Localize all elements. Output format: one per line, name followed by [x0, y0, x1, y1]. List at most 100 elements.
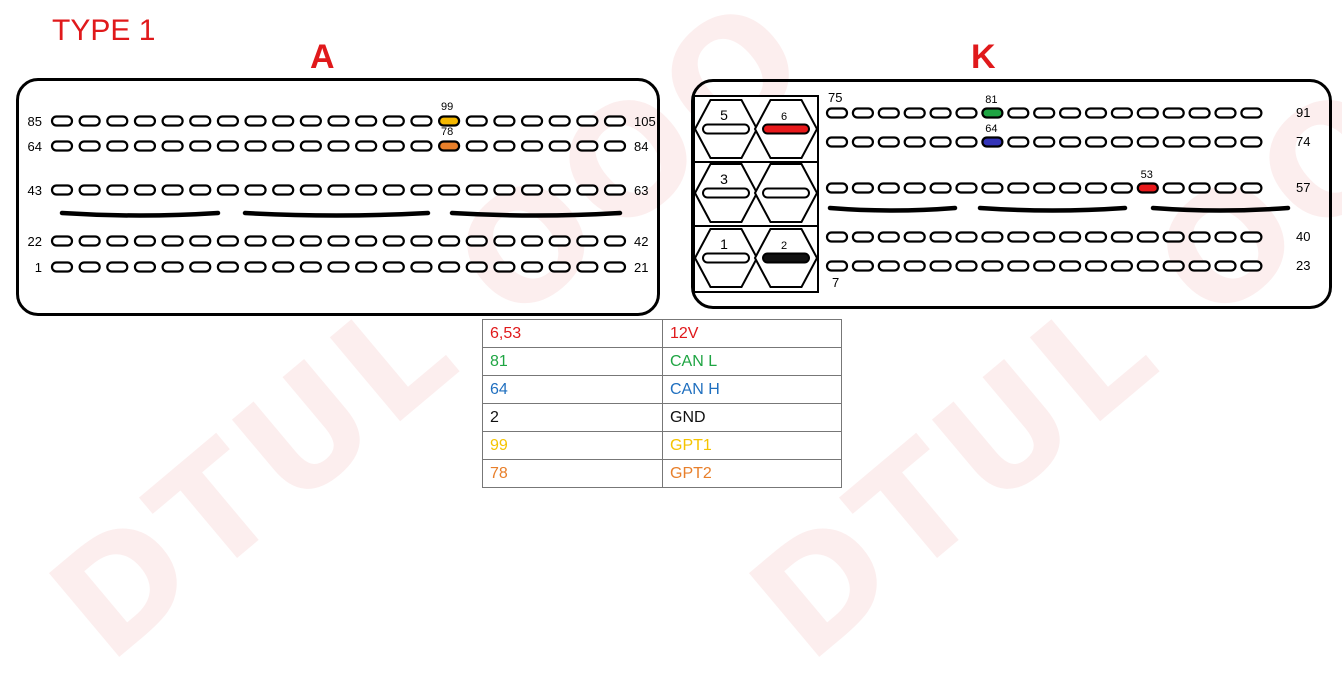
row-label-left: 1 [35, 260, 42, 275]
pin [520, 115, 544, 127]
cavity-number-label: 5 [720, 107, 728, 123]
pin [1033, 231, 1056, 243]
pin [216, 140, 239, 152]
pin [355, 115, 378, 127]
pin [851, 182, 875, 194]
housing-rib [242, 210, 431, 218]
row-label-left: 64 [28, 139, 42, 154]
pin [327, 261, 350, 273]
legend-signal: GPT2 [662, 459, 842, 488]
pin [576, 140, 599, 152]
legend-pins: 78 [482, 459, 663, 488]
pin [851, 231, 875, 243]
pin [1033, 260, 1056, 272]
pin [106, 261, 129, 273]
pin [1033, 182, 1056, 194]
pin [576, 115, 599, 127]
pin [1240, 260, 1263, 272]
pin [1214, 182, 1237, 194]
pin [903, 182, 926, 194]
pin [382, 115, 405, 127]
pin [955, 182, 978, 194]
pin [216, 184, 239, 196]
pin [189, 235, 212, 247]
pin [903, 107, 926, 119]
pin [216, 261, 239, 273]
pin [603, 261, 627, 273]
pin [244, 235, 267, 247]
power-pin [762, 187, 810, 199]
pin [465, 261, 488, 273]
pin [106, 235, 129, 247]
pin [903, 231, 926, 243]
connector-k-housing [691, 79, 1332, 309]
legend-signal: GND [662, 403, 842, 432]
pin [1214, 136, 1237, 148]
row-label-right: 105 [634, 114, 656, 129]
pin-number-label: 99 [441, 101, 453, 113]
pin [1058, 231, 1082, 243]
row-label-right: 84 [634, 139, 648, 154]
row-label-right: 21 [634, 260, 648, 275]
pin [520, 184, 544, 196]
pin [1214, 107, 1237, 119]
pin [50, 235, 74, 247]
housing-rib [977, 205, 1128, 213]
pin [493, 115, 516, 127]
pin [548, 261, 571, 273]
pin-number-label: 53 [1141, 169, 1153, 181]
pin [877, 231, 900, 243]
row-label-right: 42 [634, 234, 648, 249]
pin-78 [438, 140, 461, 152]
pin [1084, 231, 1108, 243]
pin [877, 182, 900, 194]
diagram-title: TYPE 1 [52, 14, 156, 47]
pin [161, 115, 184, 127]
pin [929, 182, 952, 194]
pin [438, 261, 461, 273]
pin [299, 235, 322, 247]
pin [410, 115, 433, 127]
pin [189, 115, 212, 127]
pin [955, 260, 978, 272]
housing-rib [1150, 205, 1291, 213]
pin [955, 107, 978, 119]
power-pin-6 [762, 123, 810, 135]
pin [327, 235, 350, 247]
legend-signal: 12V [662, 319, 842, 348]
pin [161, 261, 184, 273]
pin [877, 136, 900, 148]
legend-signal: CAN L [662, 347, 842, 376]
legend-pins: 6,53 [482, 319, 663, 348]
pin-number-label: 64 [985, 123, 997, 135]
housing-rib [449, 210, 623, 218]
pin [272, 184, 295, 196]
pin [1084, 107, 1108, 119]
housing-rib [59, 210, 221, 218]
pin-99 [438, 115, 461, 127]
pin [1162, 260, 1185, 272]
legend-signal: GPT1 [662, 431, 842, 460]
pin [1084, 260, 1108, 272]
power-pin-5 [702, 123, 750, 135]
pin [903, 136, 926, 148]
pin [1162, 182, 1185, 194]
pin [548, 115, 571, 127]
pin [493, 235, 516, 247]
cavity-number-label: 2 [781, 240, 787, 252]
pin [1136, 231, 1159, 243]
pin [1058, 136, 1082, 148]
pin-64 [981, 136, 1004, 148]
pin [78, 140, 101, 152]
pin [133, 115, 157, 127]
pin [161, 140, 184, 152]
pin [382, 235, 405, 247]
pin [576, 261, 599, 273]
pin [548, 184, 571, 196]
pin [493, 261, 516, 273]
pin [1188, 136, 1211, 148]
